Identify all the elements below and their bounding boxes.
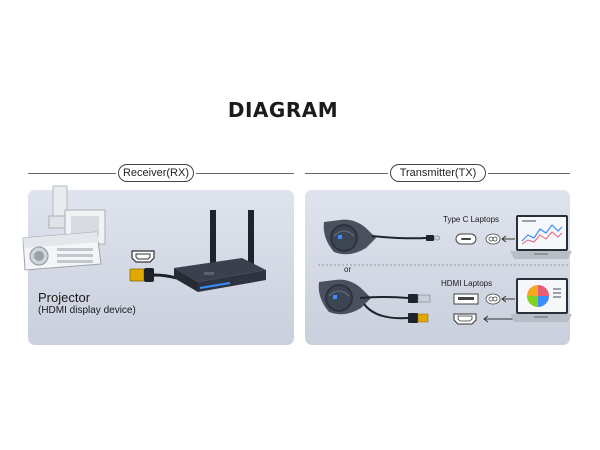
link-icon bbox=[485, 293, 501, 305]
receiver-icon bbox=[174, 210, 266, 292]
divider-line bbox=[488, 173, 570, 174]
hdmi-port-icon bbox=[131, 250, 155, 263]
laptop-icon bbox=[510, 215, 572, 259]
hdmi-usb-cables bbox=[359, 294, 431, 323]
divider-line bbox=[196, 173, 294, 174]
arrow-left-icon bbox=[483, 315, 515, 323]
laptop-icon bbox=[510, 278, 572, 322]
usb-c-port-icon bbox=[455, 233, 477, 245]
transmitter-button-icon bbox=[323, 219, 376, 255]
hdmi-laptops-label: HDMI Laptops bbox=[441, 279, 493, 288]
projector-icon bbox=[22, 185, 106, 271]
dashed-separator bbox=[318, 264, 570, 266]
page-title: DIAGRAM bbox=[227, 98, 339, 122]
or-label: or bbox=[344, 265, 352, 274]
typec-laptops-label: Type C Laptops bbox=[443, 215, 500, 224]
hdmi-port-icon bbox=[453, 313, 477, 325]
antenna-icon bbox=[210, 210, 254, 270]
projector-sublabel: (HDMI display device) bbox=[38, 305, 136, 316]
link-icon bbox=[485, 233, 501, 245]
arrow-left-icon bbox=[501, 235, 515, 243]
projector-label: Projector bbox=[38, 290, 91, 305]
transmitter-section-label: Transmitter(TX) bbox=[390, 164, 486, 182]
receiver-section-label: Receiver(RX) bbox=[118, 164, 194, 182]
usb-a-port-icon bbox=[453, 293, 479, 305]
usb-a-plug-icon bbox=[408, 294, 431, 303]
usb-c-cable bbox=[371, 235, 441, 241]
divider-line bbox=[305, 173, 388, 174]
divider-line bbox=[28, 173, 116, 174]
transmitter-button-icon bbox=[318, 279, 371, 315]
arrow-left-icon bbox=[501, 295, 515, 303]
